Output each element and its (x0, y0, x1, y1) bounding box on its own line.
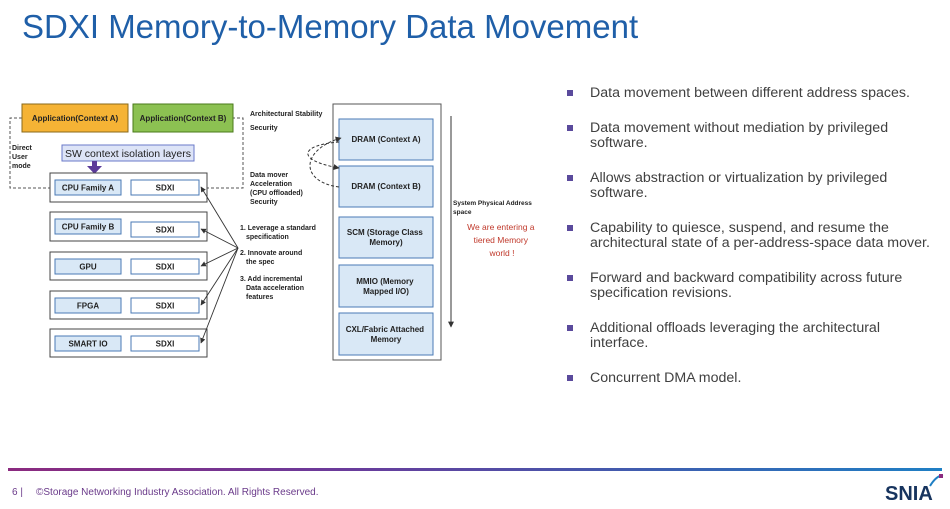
bullet-square-icon (567, 225, 573, 231)
tiered-memory-note: We are entering a tiered Memory world ! (467, 222, 537, 258)
app-context-b-box (132, 103, 234, 133)
device-row: CPU Family B SDXI (49, 211, 208, 242)
bullet-square-icon (567, 275, 573, 281)
bullet-square-icon (567, 175, 573, 181)
list-item: Data movement without mediation by privi… (566, 121, 938, 151)
footer-divider (8, 468, 942, 471)
sw-context-isolation-label: SW context isolation layers (65, 148, 191, 160)
device-label: GPU (79, 263, 97, 272)
step-innovate: 2. Innovate around the spec (240, 250, 304, 266)
architectural-stability-label: Architectural Stability (250, 111, 322, 118)
app-context-a-label: Application(Context A) (32, 114, 119, 123)
memory-dram-context-a-label: DRAM (Context A) (351, 135, 420, 144)
list-item: Data movement between different address … (566, 86, 938, 101)
device-row: SMART IO SDXI (49, 328, 208, 358)
device-label: FPGA (77, 302, 99, 311)
device-rows: CPU Family A SDXI CPU Family B SDXI GPU … (49, 172, 208, 358)
memory-scm-label: SCM (Storage Class Memory) (347, 228, 425, 247)
bullet-square-icon (567, 90, 573, 96)
device-row: CPU Family A SDXI (49, 172, 208, 203)
snia-logo: SNIA (885, 483, 933, 505)
snia-logo-swoosh-icon (929, 474, 944, 487)
sw-context-arrow-head (87, 166, 102, 174)
sdxi-engine-label: SDXI (156, 340, 175, 349)
list-item: Concurrent DMA model. (566, 371, 938, 386)
list-item: Forward and backward compatibility acros… (566, 271, 938, 301)
sdxi-engine-label: SDXI (156, 184, 175, 193)
list-item: Additional offloads leveraging the archi… (566, 321, 938, 351)
step-to-sdxi-arrows (200, 186, 239, 344)
slide-title: SDXI Memory-to-Memory Data Movement (22, 8, 639, 45)
device-row: FPGA SDXI (49, 290, 208, 320)
data-mover-label: Data mover Acceleration (CPU offloaded) … (250, 172, 305, 206)
memory-tiers: DRAM (Context A) DRAM (Context B) SCM (S… (338, 118, 434, 356)
app-context-a-box (21, 103, 129, 133)
dram-dashed-transfer-arrows (307, 136, 342, 188)
copyright-notice: ©Storage Networking Industry Association… (36, 487, 319, 498)
device-label: SMART IO (68, 340, 107, 349)
memory-dram-context-b-label: DRAM (Context B) (351, 182, 421, 191)
sdxi-engine-label: SDXI (156, 226, 175, 235)
sdxi-engine-label: SDXI (156, 263, 175, 272)
device-label: CPU Family A (62, 184, 114, 193)
sdxi-engine-label: SDXI (156, 302, 175, 311)
direct-user-mode-label: Direct User mode (12, 145, 34, 170)
feature-bullet-list: Data movement between different address … (566, 86, 938, 406)
memory-mmio-label: MMIO (Memory Mapped I/O) (356, 277, 416, 296)
app-context-b-label: Application(Context B) (140, 114, 227, 123)
step-add-incremental: 3. Add incremental Data acceleration fea… (240, 276, 306, 301)
list-item: Capability to quiesce, suspend, and resu… (566, 221, 938, 251)
device-label: CPU Family B (62, 223, 115, 232)
sw-context-isolation-box (61, 144, 195, 162)
bullet-square-icon (567, 375, 573, 381)
direct-user-mode-dashed-boundary (9, 117, 244, 189)
memory-cxl-label: CXL/Fabric Attached Memory (346, 325, 427, 344)
step-leverage-standard: 1. Leverage a standard specification (240, 225, 318, 241)
architecture-diagram: Application(Context A) Application(Conte… (9, 103, 537, 361)
bullet-square-icon (567, 125, 573, 131)
bullet-square-icon (567, 325, 573, 331)
page-number: 6 | (12, 487, 23, 498)
address-space-label: System Physical Address space (453, 200, 534, 216)
security-label: Security (250, 125, 278, 132)
device-row: GPU SDXI (49, 251, 208, 281)
sw-context-arrow-shaft (92, 161, 97, 166)
list-item: Allows abstraction or virtualization by … (566, 171, 938, 201)
